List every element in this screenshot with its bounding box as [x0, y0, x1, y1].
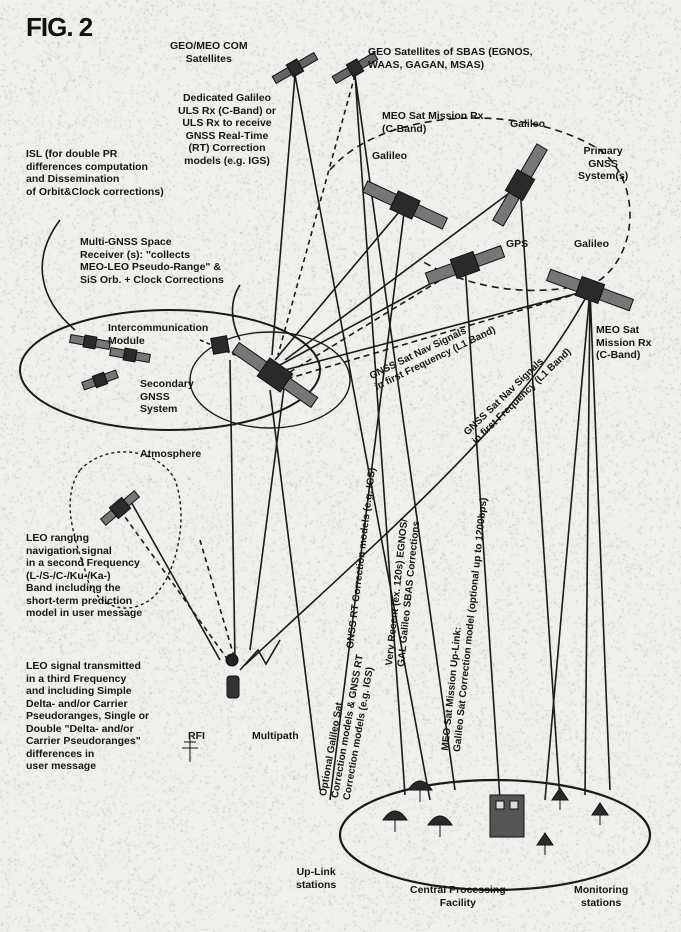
satellite-icon [361, 180, 449, 230]
ground-segment [338, 778, 652, 892]
satellite-icon [271, 51, 319, 85]
atmosphere-label: Atmosphere [140, 448, 202, 460]
multipath-label: Multipath [252, 730, 299, 742]
multi-gnss-receiver-label: Multi-GNSS Space Receiver (s): "collects… [80, 236, 224, 286]
central-processing-label: Central Processing Facility [410, 884, 506, 909]
building-icon [489, 794, 525, 838]
galileo-label: Galileo [510, 118, 546, 130]
satellite-icon [424, 245, 506, 285]
antenna-dish-icon [427, 815, 453, 837]
antenna-dish-icon [591, 802, 609, 825]
geo-meo-com-label: GEO/MEO COM Satellites [170, 40, 248, 65]
meo-mission-rx-top-label: MEO Sat Mission Rx (C-Band) [382, 110, 484, 135]
primary-gnss-region [329, 117, 631, 292]
gps-label: GPS [506, 238, 529, 250]
satellite-icon [99, 490, 141, 526]
isl-label: ISL (for double PR differences computati… [26, 148, 164, 198]
leo-signal-label: LEO signal transmitted in a third Freque… [26, 660, 150, 772]
user-receiver-icon [225, 653, 240, 699]
meo-mission-rx-right-label: MEO Sat Mission Rx (C-Band) [596, 324, 652, 361]
satellite-icon [331, 51, 379, 85]
geo-sbas-label: GEO Satellites of SBAS (EGNOS, WAAS, GAG… [368, 46, 533, 71]
satellite-icon [231, 341, 319, 409]
intercom-module-label: Intercommunication Module [108, 322, 209, 347]
antenna-dish-icon [536, 832, 554, 855]
antenna-dish-icon [551, 787, 569, 810]
satellite-icon [109, 347, 151, 363]
satellite-icon [81, 369, 119, 391]
galileo-label: Galileo [372, 150, 408, 162]
primary-gnss-label: Primary GNSS System(s) [578, 145, 629, 182]
antenna-dish-icon [407, 780, 433, 802]
dedicated-galileo-label: Dedicated Galileo ULS Rx (C-Band) or ULS… [178, 92, 276, 167]
satellite-icon [69, 334, 111, 350]
uplink-stations-label: Up-Link stations [296, 866, 337, 891]
secondary-gnss-label: Secondary GNSS System [140, 378, 194, 415]
satellite-icon [545, 268, 635, 312]
galileo-label: Galileo [574, 238, 610, 250]
leo-ranging-label: LEO ranging navigation signal in a secon… [26, 532, 143, 619]
rfi-label: RFI [188, 730, 205, 742]
figure-title: FIG. 2 [26, 12, 93, 42]
rfi-antenna-icon [182, 738, 198, 762]
satellite-icon [492, 143, 548, 227]
satellite-icon [210, 335, 230, 355]
monitoring-stations-label: Monitoring stations [574, 884, 629, 909]
antenna-dish-icon [382, 810, 408, 832]
